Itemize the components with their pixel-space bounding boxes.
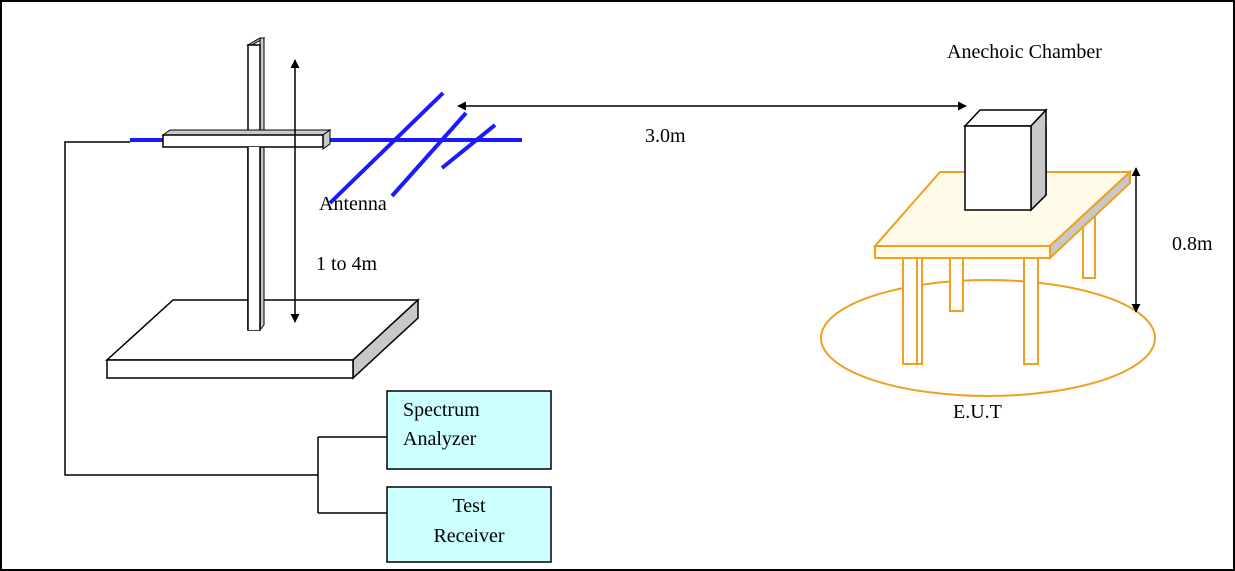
distance-label: 3.0m (645, 125, 686, 147)
signal-cable (64, 141, 318, 476)
anechoic-chamber-label: Anechoic Chamber (947, 41, 1102, 63)
table-legs (902, 209, 1096, 365)
eut-label: E.U.T (953, 401, 1002, 423)
table-height-label: 0.8m (1172, 233, 1213, 255)
height-range-label: 1 to 4m (316, 253, 378, 275)
mast-base (105, 298, 420, 380)
eut-box (963, 108, 1048, 212)
spectrum-analyzer-line2: Analyzer (403, 428, 477, 450)
test-receiver-line1: Test (452, 495, 485, 517)
antenna (130, 91, 522, 330)
test-receiver-box: Test Receiver (386, 486, 552, 563)
turntable (820, 279, 1156, 397)
spectrum-analyzer-box: Spectrum Analyzer (386, 390, 552, 470)
antenna-label: Antenna (319, 193, 387, 215)
spectrum-analyzer-line1: Spectrum (403, 399, 480, 421)
test-receiver-line2: Receiver (433, 525, 504, 547)
